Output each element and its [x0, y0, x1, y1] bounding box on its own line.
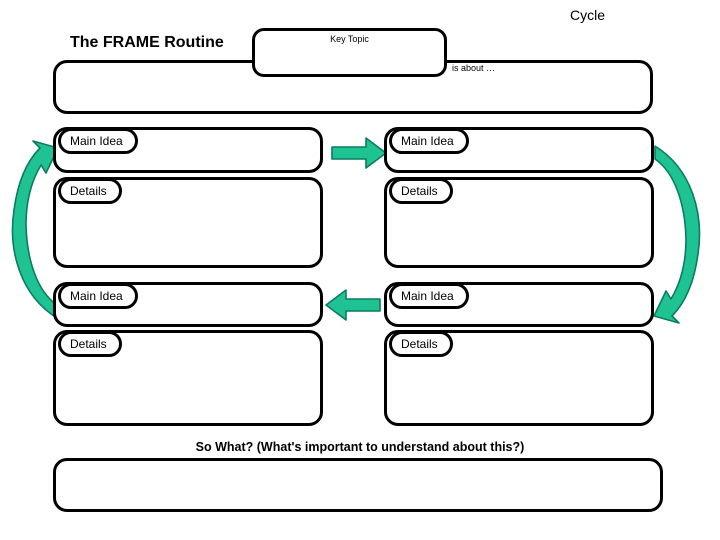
- right-arrow-icon: [331, 137, 387, 169]
- main-idea-box-top-right[interactable]: Main Idea: [384, 127, 654, 173]
- details-tab: Details: [58, 178, 122, 204]
- details-box-bottom-left[interactable]: Details: [53, 330, 323, 426]
- curved-down-arrow-icon: [653, 145, 701, 324]
- key-topic-label: Key Topic: [330, 34, 369, 44]
- main-idea-box-bottom-right[interactable]: Main Idea: [384, 282, 654, 327]
- details-tab: Details: [58, 331, 122, 357]
- details-tab: Details: [389, 331, 453, 357]
- details-box-top-right[interactable]: Details: [384, 177, 654, 268]
- main-idea-tab: Main Idea: [58, 283, 138, 309]
- curved-up-arrow-icon: [11, 140, 59, 319]
- details-box-top-left[interactable]: Details: [53, 177, 323, 268]
- left-arrow-icon: [325, 289, 381, 321]
- so-what-label: So What? (What's important to understand…: [195, 440, 525, 454]
- so-what-box[interactable]: [53, 458, 663, 512]
- main-idea-box-top-left[interactable]: Main Idea: [53, 127, 323, 173]
- is-about-label: is about …: [452, 63, 496, 73]
- main-idea-box-bottom-left[interactable]: Main Idea: [53, 282, 323, 327]
- details-box-bottom-right[interactable]: Details: [384, 330, 654, 426]
- main-idea-tab: Main Idea: [389, 283, 469, 309]
- key-topic-box[interactable]: Key Topic: [252, 28, 447, 77]
- main-idea-tab: Main Idea: [389, 128, 469, 154]
- page-title: The FRAME Routine: [70, 34, 224, 51]
- main-idea-tab: Main Idea: [58, 128, 138, 154]
- details-tab: Details: [389, 178, 453, 204]
- cycle-label: Cycle: [570, 7, 606, 23]
